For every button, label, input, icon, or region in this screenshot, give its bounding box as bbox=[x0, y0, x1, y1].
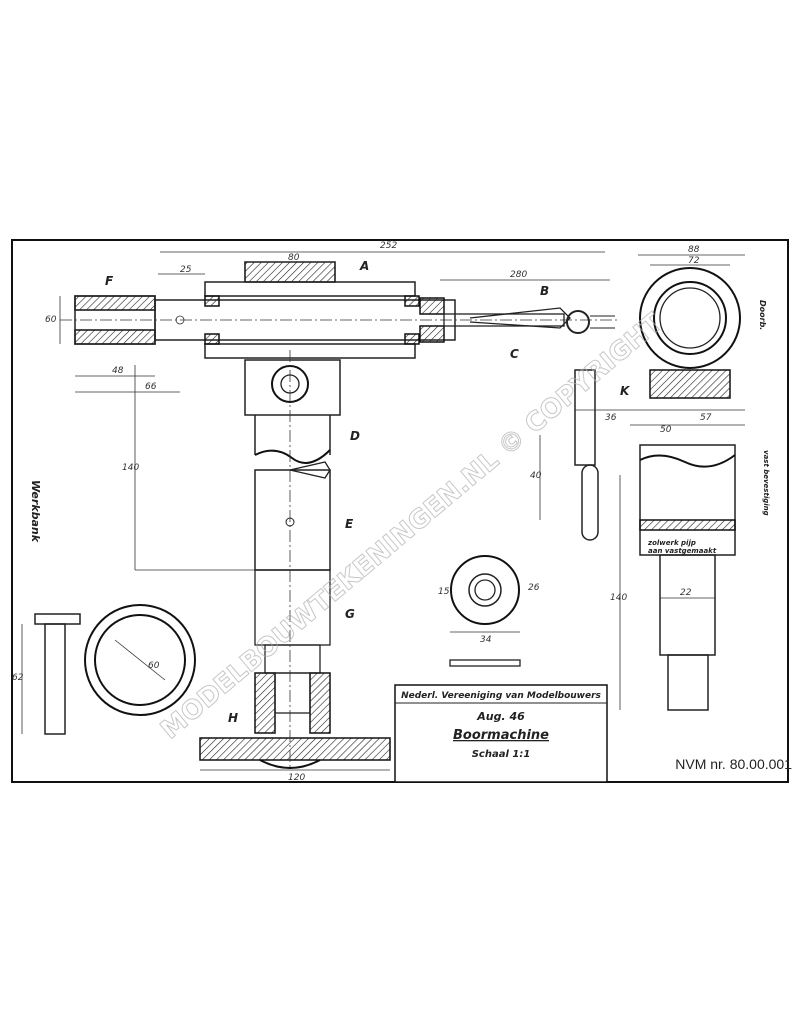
note-attach: aan vastgemaakt bbox=[648, 547, 717, 555]
title-number: Aug. 46 bbox=[476, 710, 525, 723]
part-label-a: A bbox=[359, 259, 369, 273]
right-end-view: 88 72 36 57 50 zolwerk pijp aan vastgema… bbox=[530, 245, 770, 711]
dim-40: 40 bbox=[530, 471, 542, 481]
dim-50: 50 bbox=[660, 425, 672, 435]
part-label-e: E bbox=[345, 517, 354, 531]
dim-120: 120 bbox=[288, 773, 305, 783]
side-label: Werkbank bbox=[29, 480, 42, 543]
part-label-b: B bbox=[540, 284, 549, 298]
part-label-f: F bbox=[105, 274, 114, 288]
dim-25: 25 bbox=[180, 265, 192, 275]
title-org: Nederl. Vereeniging van Modelbouwers bbox=[401, 691, 601, 701]
dim-80: 80 bbox=[288, 253, 300, 263]
part-label-h: H bbox=[228, 711, 238, 725]
top-dimensions: 252 80 25 280 48 66 60 bbox=[45, 241, 610, 393]
left-clamp-ring: 60 62 bbox=[12, 604, 196, 735]
dim-washer-34: 34 bbox=[480, 635, 492, 645]
dim-side-140: 140 bbox=[610, 593, 627, 603]
dim-washer-15: 15 bbox=[438, 587, 450, 597]
dim-60: 60 bbox=[45, 315, 57, 325]
note-pipe: zolwerk pijp bbox=[647, 539, 696, 547]
dim-ring-62: 62 bbox=[12, 673, 24, 683]
dim-22: 22 bbox=[680, 588, 692, 598]
dim-ring-60: 60 bbox=[148, 661, 160, 671]
catalog-number: NVM nr. 80.00.001 bbox=[675, 756, 792, 772]
part-label-k: K bbox=[620, 384, 631, 398]
dim-140: 140 bbox=[122, 463, 139, 473]
vertical-column: 120 140 bbox=[122, 350, 391, 783]
title-name: Boormachine bbox=[453, 728, 549, 743]
watermark: MODELBOUWTEKENINGEN.NL © COPYRIGHT bbox=[155, 308, 669, 746]
dim-washer-26: 26 bbox=[528, 583, 540, 593]
washer-view: 34 26 15 bbox=[438, 555, 540, 667]
note-doorb: Doorb. bbox=[758, 300, 767, 330]
title-block: Nederl. Vereeniging van Modelbouwers Aug… bbox=[394, 684, 608, 783]
dim-end-88: 88 bbox=[688, 245, 700, 255]
dim-66: 66 bbox=[145, 382, 157, 392]
dim-end-72: 72 bbox=[688, 256, 700, 266]
main-spindle bbox=[60, 261, 620, 359]
title-scale: Schaal 1:1 bbox=[472, 749, 531, 760]
dim-252: 252 bbox=[380, 241, 397, 251]
part-label-c: C bbox=[510, 347, 519, 361]
note-fix: vast bevestiging bbox=[762, 450, 770, 516]
part-labels: A B C D E F G H K bbox=[105, 259, 631, 725]
dim-48: 48 bbox=[112, 366, 124, 376]
dim-280: 280 bbox=[510, 270, 527, 280]
part-label-d: D bbox=[350, 429, 360, 443]
dim-57: 57 bbox=[700, 413, 712, 423]
dim-36: 36 bbox=[605, 413, 617, 423]
part-label-g: G bbox=[345, 607, 355, 621]
